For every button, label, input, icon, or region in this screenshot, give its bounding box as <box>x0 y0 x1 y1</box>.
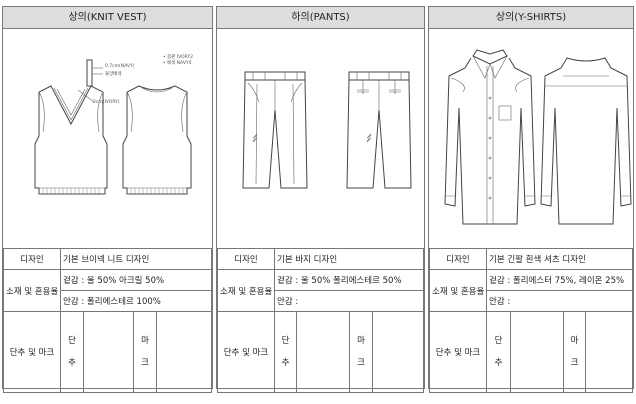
vest-panel-title: 상의(KNIT VEST) <box>3 7 212 29</box>
shirt-panel-title: 상의(Y-SHIRTS) <box>429 7 633 29</box>
vest-drawing <box>34 59 192 195</box>
vest-design-label: 디자인 <box>3 248 61 270</box>
pants-illustration <box>217 28 424 248</box>
vest-note-trim-color: • 배색 NAVY4 <box>163 61 192 66</box>
shirt-illustration <box>429 28 633 248</box>
shirt-material-label: 소재 및 혼용율 <box>429 269 487 312</box>
shirt-button-mark-label: 단추 및 마크 <box>429 311 487 393</box>
pants-panel-title: 하의(PANTS) <box>217 7 424 29</box>
pants-spec-table: 디자인 기본 바지 디자인 소재 및 혼용율 겉감 : 울 50% 폴리에스테르… <box>217 248 424 393</box>
shirt-mark-value <box>585 311 633 393</box>
vest-note-ivory-width: 2cm(IVORY) <box>93 100 120 105</box>
pants-outer-value: 겉감 : 울 50% 폴리에스테르 50% <box>274 269 424 291</box>
pants-panel: 하의(PANTS) 디자인 기본 바지 디자인 <box>216 6 425 393</box>
pants-design-label: 디자인 <box>217 248 275 270</box>
vest-note-body-color: • 몸판 IVORY2 <box>163 55 194 60</box>
shirt-drawing <box>444 49 632 225</box>
pants-button-value <box>296 311 350 393</box>
pants-design-value: 기본 바지 디자인 <box>274 248 424 270</box>
pants-lining-value: 안감 : <box>274 290 424 312</box>
vest-panel: 상의(KNIT VEST) 0.7cm(NAVY) 울양배색 2cm( <box>2 6 213 393</box>
shirt-outer-value: 겉감 : 폴리에스터 75%, 레이온 25% <box>486 269 633 291</box>
vest-mark-value <box>156 311 212 393</box>
shirt-spec-table: 디자인 기본 긴팔 흰색 셔츠 디자인 소재 및 혼용율 겉감 : 폴리에스터 … <box>429 248 633 393</box>
vest-outer-value: 겉감 : 울 50% 아크릴 50% <box>60 269 212 291</box>
vest-design-value: 기본 브이넥 니트 디자인 <box>60 248 212 270</box>
pants-button-mark-label: 단추 및 마크 <box>217 311 275 393</box>
shirt-design-label: 디자인 <box>429 248 487 270</box>
pants-material-label: 소재 및 혼용율 <box>217 269 275 312</box>
vest-note-navy-width: 0.7cm(NAVY) <box>105 64 135 69</box>
vest-lining-value: 안감 : 폴리에스테르 100% <box>60 290 212 312</box>
vest-spec-table: 디자인 기본 브이넥 니트 디자인 소재 및 혼용율 겉감 : 울 50% 아크… <box>3 248 212 393</box>
vest-note-trim: 울양배색 <box>105 72 122 77</box>
vest-button-mark-label: 단추 및 마크 <box>3 311 61 393</box>
vest-illustration: 0.7cm(NAVY) 울양배색 2cm(IVORY) • 몸판 IVORY2 … <box>3 28 212 248</box>
shirt-button-value <box>510 311 564 393</box>
pants-drawing <box>242 71 412 189</box>
shirt-panel: 상의(Y-SHIRTS) 디자인 기본 긴팔 흰색 셔츠 디자인 소재 및 <box>428 6 634 393</box>
shirt-lining-value: 안감 : <box>486 290 633 312</box>
vest-button-value <box>83 311 134 393</box>
vest-material-label: 소재 및 혼용율 <box>3 269 61 312</box>
shirt-design-value: 기본 긴팔 흰색 셔츠 디자인 <box>486 248 633 270</box>
pants-mark-value <box>372 311 424 393</box>
